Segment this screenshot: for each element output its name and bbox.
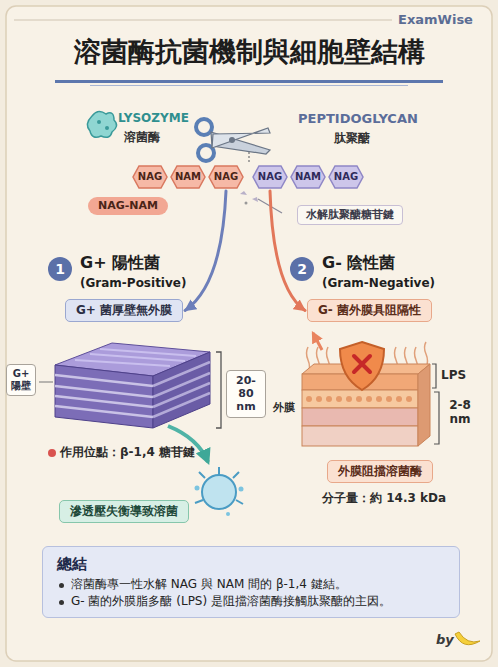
callout-circle: 2 [290,257,314,281]
label: LYSOZYME [118,111,189,125]
label: 2-8 nm [444,398,476,427]
bullet-text: 溶菌酶專一性水解 NAG 與 NAM 間的 β-1,4 鍵結。 [57,577,445,591]
label: (Gram-Positive) [80,276,186,290]
hexagon-node: NAG [252,165,288,189]
bullet-text: G- 菌的外膜脂多醣 (LPS) 是阻擋溶菌酶接觸肽聚醣的主因。 [57,594,445,608]
hexagon-node: NAM [170,165,206,189]
label: 外膜 [271,401,297,414]
node-text: 1 [55,261,65,278]
node-text: 20-80 nm [236,374,256,413]
title: 溶菌酶抗菌機制與細胞壁結構 [0,36,498,68]
node-text: 外膜阻擋溶菌酶 [338,464,422,478]
flow-arrow [185,191,226,311]
node-text: NAG-NAM [98,199,158,212]
label: LPS [441,368,466,382]
hexagon-node: NAM [290,165,326,189]
node-text: NAM [175,171,201,183]
node-text: NAG [214,171,238,183]
callout-circle: 1 [48,257,72,281]
text-box: 外膜阻擋溶菌酶 [327,460,433,483]
node-text: 水解肽聚醣糖苷鍵 [306,208,394,221]
summary-panel: 總結溶菌酶專一性水解 NAG 與 NAM 間的 β-1,4 鍵結。 G- 菌的外膜… [42,546,460,618]
node-text: NAG [138,171,162,183]
node-text: NAM [295,171,321,183]
node-text: 滲透壓失衡導致溶菌 [70,504,178,518]
node-text: G- 菌外膜具阻隔性 [318,303,421,317]
hexagon-node: NAG [208,165,244,189]
label: ExamWise [398,12,473,28]
text-box: G+ 菌厚壁無外膜 [65,299,183,322]
label: 分子量：約 14.3 kDa [322,491,446,505]
label: (Gram-Negative) [322,276,435,290]
text-box: NAG-NAM [88,197,168,215]
node-text: G+ 陽壁 [11,368,31,391]
node-text: 2 [297,261,307,278]
label: 溶菌酶 [124,130,160,144]
text-box: G- 菌外膜具阻隔性 [307,299,432,322]
hexagon-node: NAG [132,165,168,189]
label: G- 陰性菌 [322,253,395,272]
label: 肽聚醣 [334,131,370,145]
text-box: G+ 陽壁 [6,364,36,396]
node-text: G+ 菌厚壁無外膜 [76,303,172,317]
text-box: 20-80 nm [226,370,266,418]
text-box: 水解肽聚醣糖苷鍵 [297,205,403,225]
node-text: NAG [258,171,282,183]
node-text: NAG [334,171,358,183]
label: PEPTIDOGLYCAN [298,111,418,127]
hexagon-node: NAG [328,165,364,189]
label: G+ 陽性菌 [80,253,160,272]
label: 作用位點：β-1,4 糖苷鍵 [60,445,195,459]
text-box: 滲透壓失衡導致溶菌 [59,500,189,523]
panel-heading: 總結 [57,555,445,573]
label: by [436,632,454,648]
